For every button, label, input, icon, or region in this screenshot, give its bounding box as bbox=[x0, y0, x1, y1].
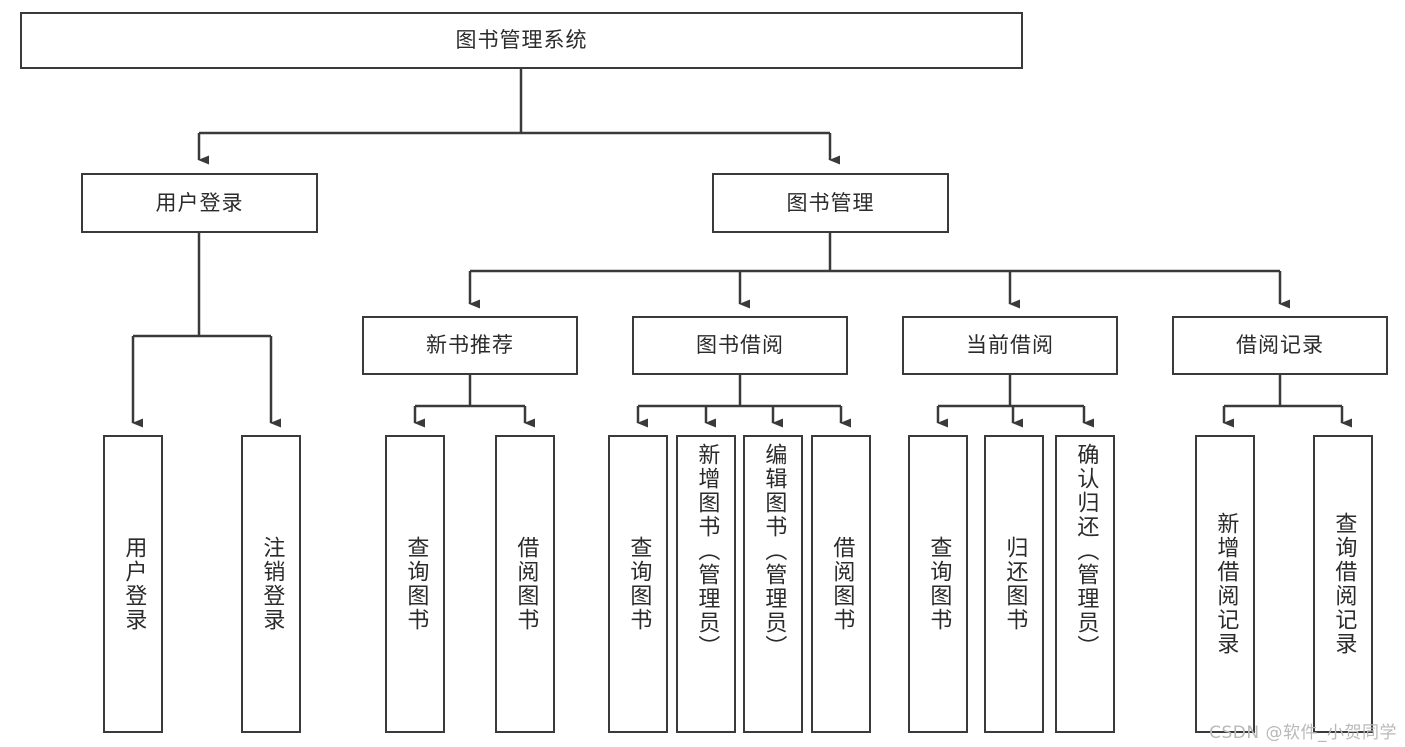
node-label: 借阅记录 bbox=[1236, 333, 1324, 358]
leaf-user-login-logout[interactable]: 注销登录 bbox=[241, 435, 301, 733]
node-book-borrow[interactable]: 图书借阅 bbox=[632, 316, 848, 375]
leaf-recommend-borrow-book[interactable]: 借阅图书 bbox=[495, 435, 555, 733]
node-label: 图书管理系统 bbox=[455, 28, 588, 53]
node-label: 用户登录 bbox=[121, 536, 147, 632]
leaf-record-add-record[interactable]: 新增借阅记录 bbox=[1195, 435, 1255, 733]
leaf-current-query-book[interactable]: 查询图书 bbox=[908, 435, 968, 733]
node-label: 用户登录 bbox=[155, 190, 244, 215]
watermark-text: CSDN @软件_小贺同学 bbox=[1209, 723, 1397, 743]
node-book-management[interactable]: 图书管理 bbox=[712, 173, 949, 233]
node-label: 借阅图书 bbox=[829, 536, 855, 632]
node-borrow-record[interactable]: 借阅记录 bbox=[1172, 316, 1388, 375]
node-root-system[interactable]: 图书管理系统 bbox=[20, 12, 1023, 69]
leaf-borrow-edit-book-admin[interactable]: 编辑图书（管理员） bbox=[743, 435, 803, 733]
node-label: 注销登录 bbox=[259, 536, 285, 632]
node-current-borrow[interactable]: 当前借阅 bbox=[902, 316, 1118, 375]
leaf-current-confirm-return-admin[interactable]: 确认归还（管理员） bbox=[1055, 435, 1115, 733]
leaf-record-query-record[interactable]: 查询借阅记录 bbox=[1313, 435, 1373, 733]
leaf-user-login-login[interactable]: 用户登录 bbox=[103, 435, 163, 733]
node-label: 查询图书 bbox=[926, 536, 952, 632]
node-label: 查询图书 bbox=[626, 536, 652, 632]
node-label: 查询图书 bbox=[403, 536, 429, 632]
node-label: 图书借阅 bbox=[696, 333, 784, 358]
node-label: 图书管理 bbox=[786, 190, 875, 215]
node-label: 当前借阅 bbox=[966, 333, 1054, 358]
node-label: 新书推荐 bbox=[426, 333, 514, 358]
node-label: 归还图书 bbox=[1002, 536, 1028, 632]
leaf-current-return-book[interactable]: 归还图书 bbox=[984, 435, 1044, 733]
node-user-login[interactable]: 用户登录 bbox=[81, 173, 318, 233]
leaf-borrow-add-book-admin[interactable]: 新增图书（管理员） bbox=[676, 435, 736, 733]
node-label: 新增借阅记录 bbox=[1213, 512, 1239, 656]
node-label: 借阅图书 bbox=[513, 536, 539, 632]
leaf-borrow-query-book[interactable]: 查询图书 bbox=[608, 435, 668, 733]
node-new-book-recommend[interactable]: 新书推荐 bbox=[362, 316, 578, 375]
leaf-recommend-query-book[interactable]: 查询图书 bbox=[385, 435, 445, 733]
leaf-borrow-borrow-book[interactable]: 借阅图书 bbox=[811, 435, 871, 733]
node-label: 编辑图书（管理员） bbox=[761, 443, 787, 659]
node-label: 查询借阅记录 bbox=[1331, 512, 1357, 656]
node-label: 新增图书（管理员） bbox=[694, 443, 720, 659]
node-label: 确认归还（管理员） bbox=[1073, 443, 1099, 659]
